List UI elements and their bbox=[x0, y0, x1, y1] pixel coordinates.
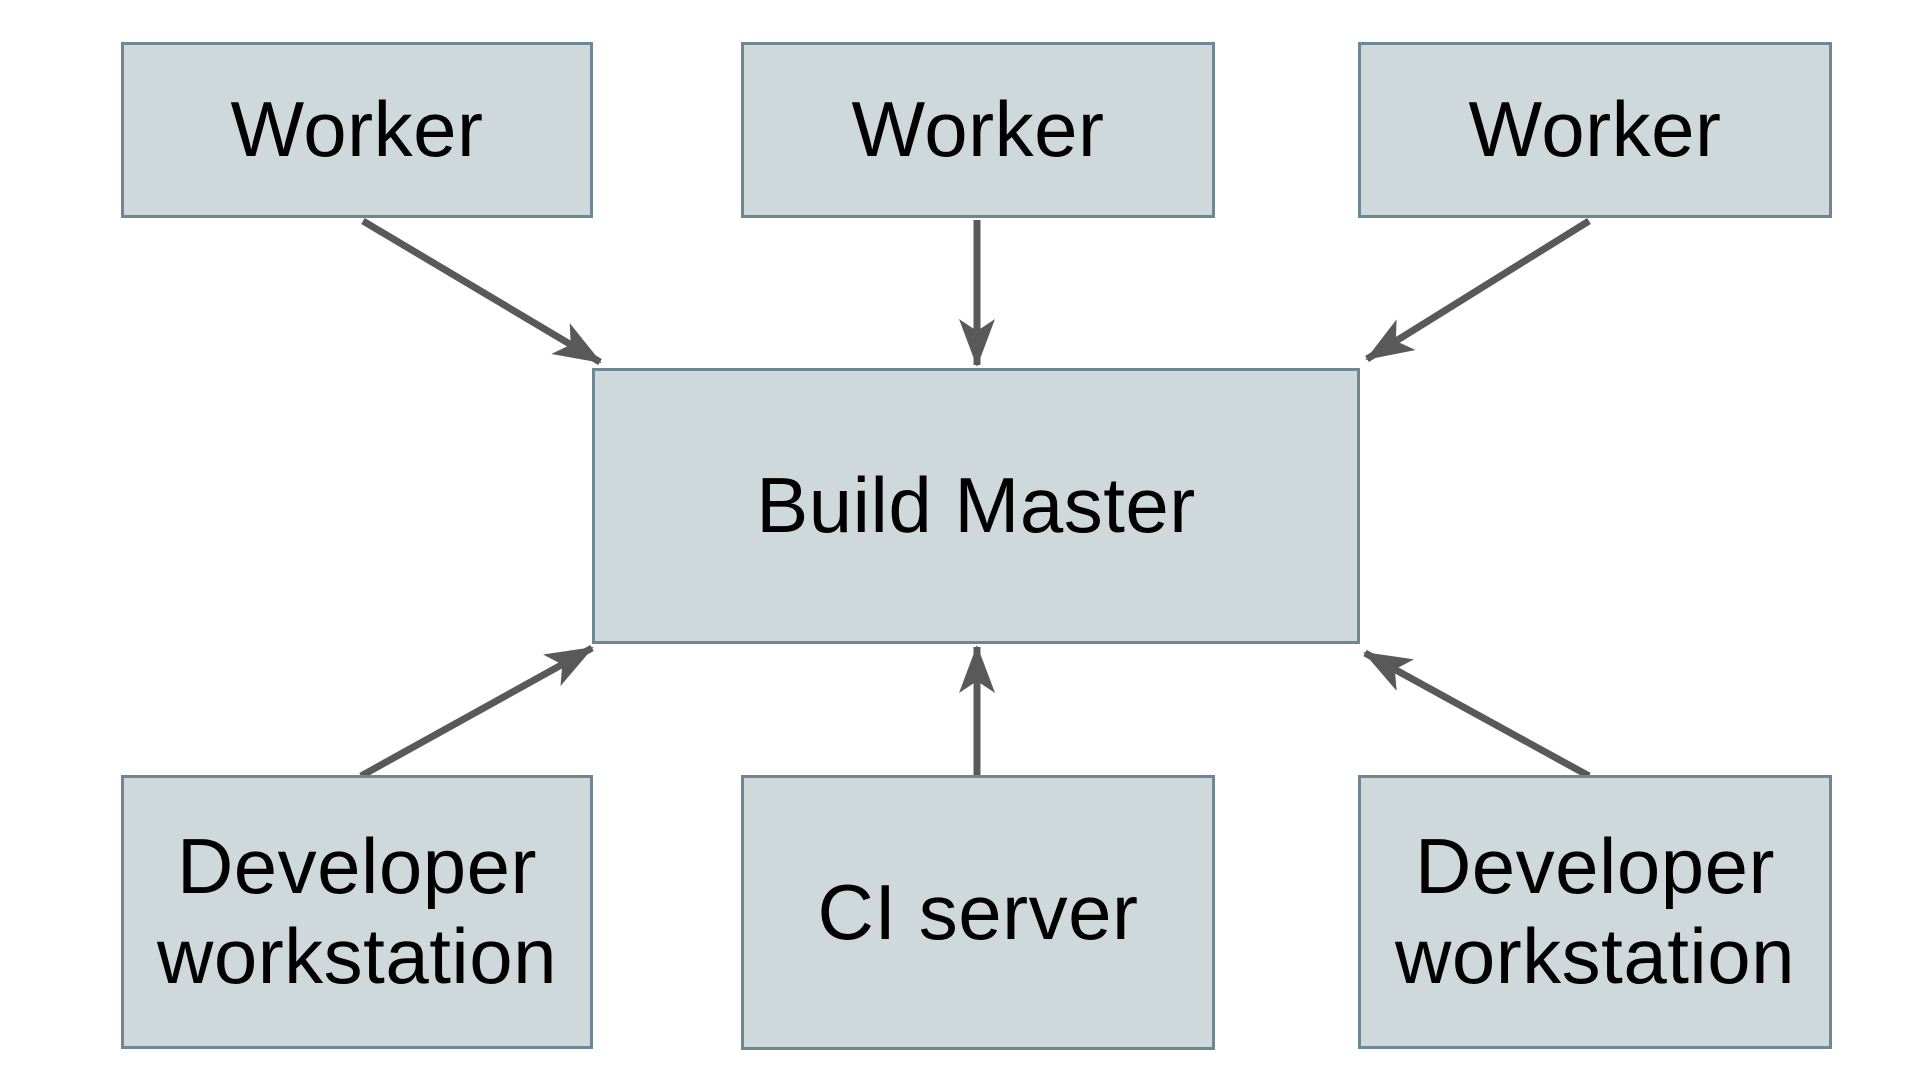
node-label-ci-server: CI server bbox=[817, 867, 1139, 956]
arrow-worker-1-to-build-master bbox=[361, 217, 602, 366]
node-developer-workstation-left: Developer workstation bbox=[121, 775, 593, 1049]
arrow-worker-3-to-build-master bbox=[1365, 218, 1591, 362]
arrow-developer-workstation-right-to-build-master bbox=[1363, 649, 1591, 780]
node-developer-workstation-right: Developer workstation bbox=[1358, 775, 1832, 1049]
node-label-worker-3: Worker bbox=[1468, 85, 1722, 174]
node-label-worker-1: Worker bbox=[230, 85, 484, 174]
node-label-developer-workstation-right: Developer workstation bbox=[1395, 822, 1795, 1000]
node-label-developer-workstation-left: Developer workstation bbox=[157, 822, 557, 1000]
node-worker-2: Worker bbox=[741, 42, 1215, 218]
arrow-developer-workstation-left-to-build-master bbox=[359, 644, 594, 780]
node-build-master: Build Master bbox=[592, 368, 1360, 644]
node-label-build-master: Build Master bbox=[756, 461, 1196, 550]
node-label-worker-2: Worker bbox=[851, 85, 1105, 174]
node-worker-1: Worker bbox=[121, 42, 593, 218]
node-ci-server: CI server bbox=[741, 775, 1215, 1050]
node-worker-3: Worker bbox=[1358, 42, 1832, 218]
